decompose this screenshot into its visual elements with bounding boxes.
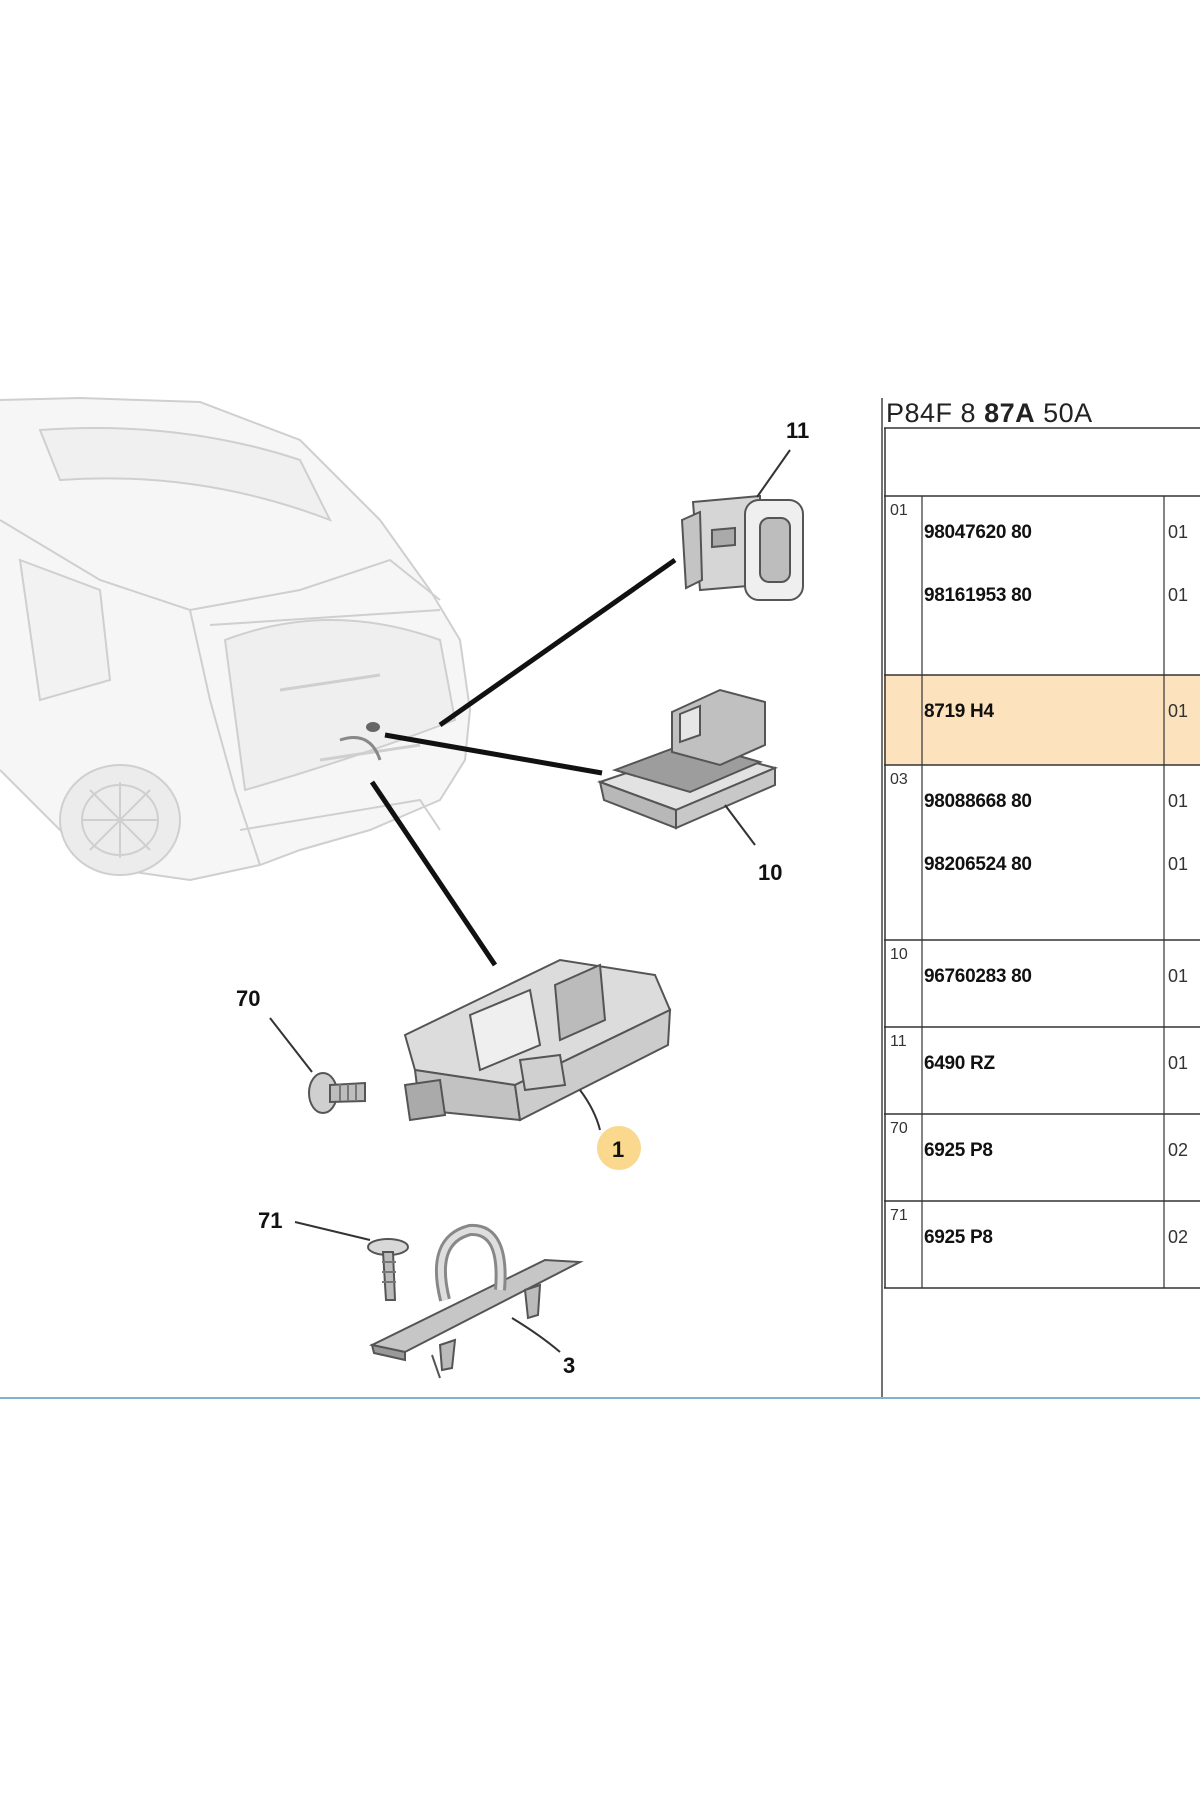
part-10-handle — [597, 688, 779, 830]
quantity: 01 — [1168, 701, 1189, 721]
part-number: 98206524 80 — [924, 854, 1032, 875]
quantity: 02 — [1168, 1140, 1189, 1160]
header-part-c: 50A — [1035, 398, 1093, 428]
callout-70-leader — [269, 1017, 313, 1073]
leader-lines — [369, 557, 677, 967]
table-row: 71 6925 P8 02 — [884, 1201, 1200, 1288]
quantity: 01 — [1168, 522, 1189, 542]
callout-1: 1 — [612, 1137, 624, 1162]
part-71-bolt — [367, 1238, 409, 1301]
quantity: 01 — [1168, 585, 1189, 605]
row-code: 01 — [890, 502, 908, 519]
row-code: 11 — [890, 1033, 907, 1050]
callout-71-leader — [294, 1221, 371, 1241]
table-row: 8719 H4 01 — [884, 675, 1200, 765]
header-part-b: 87A — [984, 398, 1036, 428]
table-grid — [884, 427, 1200, 1289]
quantity: 01 — [1168, 854, 1189, 874]
part-70-screw — [308, 1072, 366, 1114]
part-3-striker — [368, 1224, 584, 1379]
parts-table: 01 98047620 80 01 98161953 80 01 8719 H4 01 03 9… — [884, 398, 1200, 1398]
part-number: 96760283 80 — [924, 966, 1032, 987]
part-1-lock — [403, 958, 672, 1122]
callout-3: 3 — [563, 1353, 575, 1378]
part-number: 6925 P8 — [924, 1227, 993, 1248]
quantity: 01 — [1168, 1053, 1189, 1073]
callout-3-leader — [511, 1317, 561, 1353]
callout-10-leader — [724, 804, 756, 846]
part-number: 98088668 80 — [924, 791, 1032, 812]
car-rear-illustration — [0, 396, 472, 882]
row-code: 70 — [890, 1120, 908, 1137]
callout-70: 70 — [236, 986, 260, 1011]
table-row: 01 98047620 80 01 98161953 80 01 — [884, 496, 1200, 675]
callout-10: 10 — [758, 860, 782, 885]
part-number: 6490 RZ — [924, 1053, 995, 1074]
callout-1-highlight — [597, 1126, 641, 1170]
part-number: 6925 P8 — [924, 1140, 993, 1161]
table-row: 70 6925 P8 02 — [884, 1114, 1200, 1201]
row-code: 71 — [890, 1207, 908, 1224]
part-number: 98047620 80 — [924, 522, 1032, 543]
quantity: 01 — [1168, 791, 1189, 811]
part-number: 98161953 80 — [924, 585, 1032, 606]
table-row: 10 96760283 80 01 — [884, 940, 1200, 1027]
callout-11: 11 — [786, 418, 809, 443]
table-row: 03 98088668 80 01 98206524 80 01 — [884, 765, 1200, 940]
table-header: P84F 8 87A 50A — [886, 398, 1093, 429]
row-code: 03 — [890, 771, 908, 788]
callout-11-leader — [756, 449, 791, 498]
callout-71: 71 — [258, 1208, 282, 1233]
part-number: 8719 H4 — [924, 701, 994, 722]
quantity: 01 — [1168, 966, 1189, 986]
table-row: 11 6490 RZ 01 — [884, 1027, 1200, 1114]
row-code: 10 — [890, 946, 908, 963]
callout-1-leader — [579, 1089, 601, 1131]
header-part-a: P84F 8 — [886, 398, 985, 428]
quantity: 02 — [1168, 1227, 1189, 1247]
part-11-switch — [680, 494, 804, 601]
